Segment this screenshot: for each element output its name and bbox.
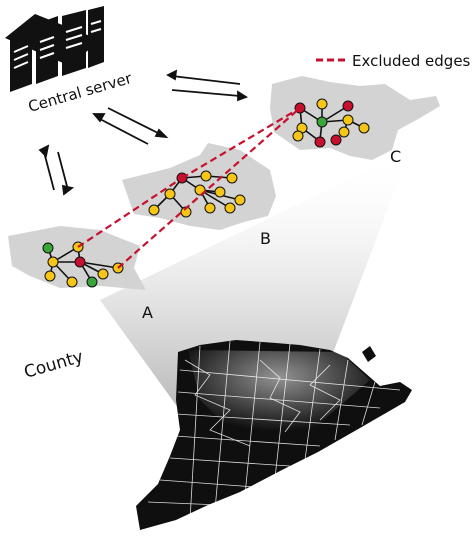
county-map [136,340,412,530]
node-yellow-b3 [164,188,176,200]
node-yellow-c4 [338,126,350,138]
node-red-c4 [330,134,342,146]
node-red-a1 [74,256,86,268]
excluded-edge-a-c [117,107,301,269]
node-yellow-c1 [316,98,328,110]
region-c-label: C [390,147,401,166]
node-yellow-c3 [358,122,370,134]
node-yellow-b6 [234,194,246,206]
node-yellow-b2 [226,172,238,184]
node-red-c2 [342,100,354,112]
node-yellow-a5 [97,268,109,280]
node-yellow-c2 [342,114,354,126]
node-yellow-a4 [66,276,78,288]
communication-arrows [38,69,249,196]
region-b [122,143,276,230]
legend: Excluded edges [316,52,471,70]
node-yellow-b5 [214,186,226,198]
node-yellow-b10 [224,202,236,214]
node-yellow-b7 [148,204,160,216]
server-icon [5,6,104,92]
region-b-label: B [260,229,271,248]
region-a [8,226,146,290]
node-yellow-c6 [292,130,304,142]
node-yellow-a2 [47,256,59,268]
node-yellow-a3 [44,270,56,282]
region-a-label: A [142,303,153,322]
excluded-edge-a-b-1 [77,177,183,248]
excluded-edge-b-c [181,107,301,179]
node-yellow-b9 [204,202,216,214]
node-red-c3 [314,136,326,148]
county-label: County [22,347,86,383]
node-green-c1 [316,116,328,128]
excluded-edges [77,107,301,269]
legend-excluded-edges-label: Excluded edges [352,52,471,70]
node-green-a1 [42,242,54,254]
region-c [270,76,440,160]
node-green-a2 [86,276,98,288]
node-yellow-b1 [200,170,212,182]
